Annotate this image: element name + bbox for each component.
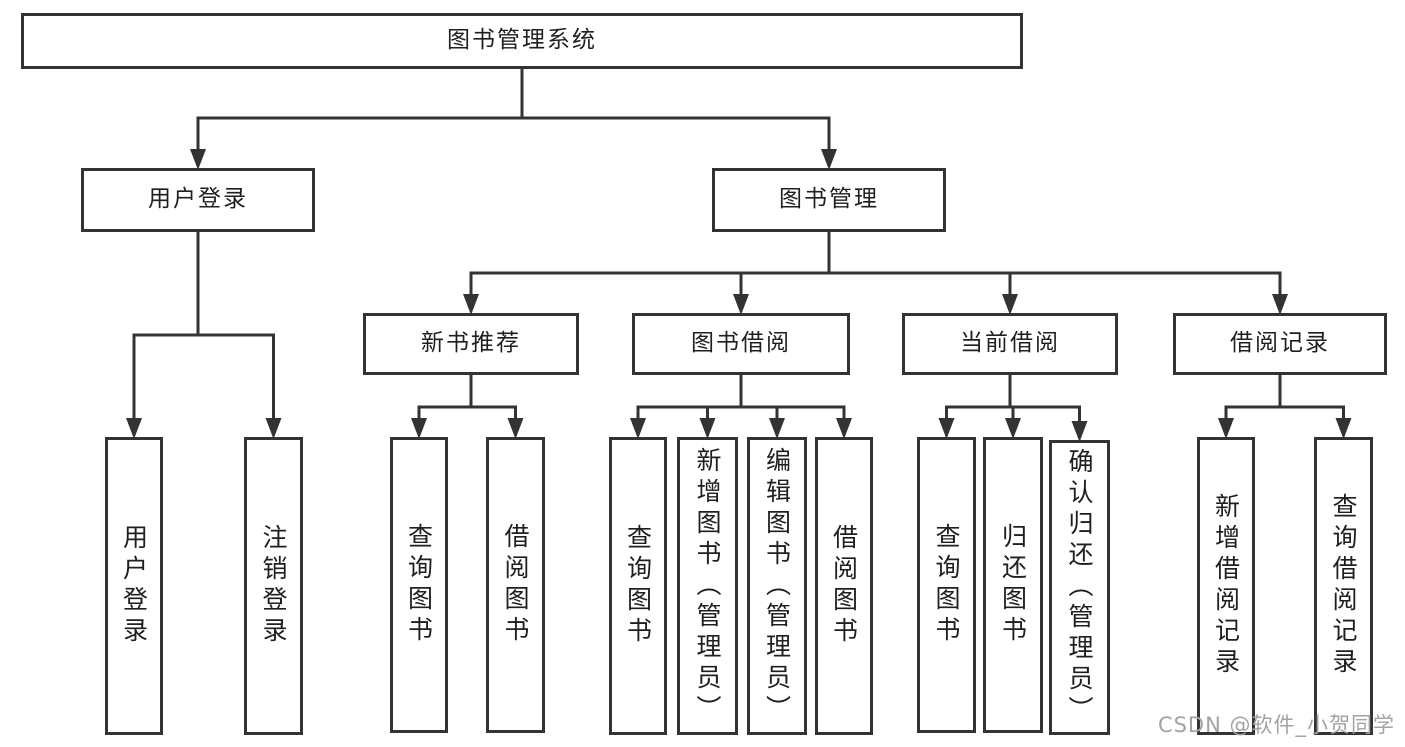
arrowhead-icon xyxy=(836,418,852,439)
node-label: 图书管理 xyxy=(779,186,879,213)
node-current-3: 确认归还（管理员） xyxy=(1049,440,1110,735)
arrowhead-icon xyxy=(769,418,785,439)
node-rec-1: 查询图书 xyxy=(390,437,448,733)
node-label: 确认归还（管理员） xyxy=(1065,448,1094,727)
node-records-1: 新增借阅记录 xyxy=(1197,437,1255,735)
node-label: 当前借阅 xyxy=(960,330,1060,357)
node-borrow-2: 新增图书（管理员） xyxy=(677,437,738,735)
node-borrow-1: 查询图书 xyxy=(609,437,667,735)
node-label: 图书借阅 xyxy=(691,330,791,357)
node-label: 用户登录 xyxy=(148,186,248,213)
arrowhead-icon xyxy=(507,418,524,439)
node-current: 当前借阅 xyxy=(902,313,1118,375)
node-label: 新增借阅记录 xyxy=(1211,493,1241,679)
arrowhead-icon xyxy=(265,418,282,439)
arrowhead-icon xyxy=(1071,421,1088,442)
node-login-1: 用户登录 xyxy=(105,437,163,735)
node-label: 借阅图书 xyxy=(829,524,859,648)
node-login-2: 注销登录 xyxy=(244,437,303,735)
node-label: 新增图书（管理员） xyxy=(693,446,722,726)
node-borrow-4: 借阅图书 xyxy=(815,437,873,735)
node-label: 查询图书 xyxy=(932,523,961,647)
node-label: 编辑图书（管理员） xyxy=(762,446,792,726)
node-label: 查询借阅记录 xyxy=(1329,493,1358,679)
arrowhead-icon xyxy=(630,418,646,439)
arrowhead-icon xyxy=(821,149,837,170)
arrowhead-icon xyxy=(190,149,206,170)
arrowhead-icon xyxy=(1002,294,1018,315)
node-borrow: 图书借阅 xyxy=(632,313,850,375)
watermark: CSDN @软件_小贺同学 xyxy=(1157,713,1395,737)
node-login: 用户登录 xyxy=(81,168,315,232)
node-root: 图书管理系统 xyxy=(21,13,1023,69)
node-current-2: 归还图书 xyxy=(983,437,1043,733)
node-label: 注销登录 xyxy=(259,524,288,648)
node-rec-2: 借阅图书 xyxy=(486,437,545,733)
node-mgmt: 图书管理 xyxy=(712,168,946,232)
arrowhead-icon xyxy=(1218,418,1234,439)
arrowhead-icon xyxy=(463,294,479,315)
node-rec: 新书推荐 xyxy=(363,313,579,375)
arrowhead-icon xyxy=(1005,418,1021,439)
node-current-1: 查询图书 xyxy=(917,437,976,733)
node-records-2: 查询借阅记录 xyxy=(1314,437,1373,735)
node-label: 新书推荐 xyxy=(421,330,521,357)
arrowhead-icon xyxy=(733,294,749,315)
node-records: 借阅记录 xyxy=(1173,313,1387,375)
node-label: 查询图书 xyxy=(404,523,434,647)
node-label: 图书管理系统 xyxy=(447,27,597,54)
arrowhead-icon xyxy=(411,418,427,439)
arrowhead-icon xyxy=(699,418,716,439)
node-label: 查询图书 xyxy=(623,524,653,648)
node-label: 用户登录 xyxy=(119,524,149,648)
node-label: 借阅图书 xyxy=(501,523,530,647)
arrowhead-icon xyxy=(126,418,142,439)
node-label: 借阅记录 xyxy=(1230,330,1330,357)
arrowhead-icon xyxy=(1272,294,1288,315)
arrowhead-icon xyxy=(1335,418,1352,439)
arrowhead-icon xyxy=(938,418,955,439)
node-borrow-3: 编辑图书（管理员） xyxy=(747,437,807,735)
node-label: 归还图书 xyxy=(998,523,1028,647)
